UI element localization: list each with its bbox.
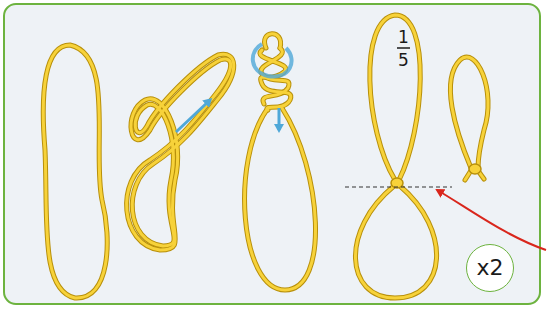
direction-arrow bbox=[176, 100, 210, 132]
cut-line bbox=[345, 186, 452, 187]
knot bbox=[469, 164, 481, 174]
wrap-arrow bbox=[253, 44, 292, 77]
count-text: x2 bbox=[476, 257, 503, 279]
rope-outline bbox=[43, 15, 488, 298]
fraction-digit: 1 bbox=[398, 29, 409, 46]
panel bbox=[4, 4, 540, 304]
fraction-bar bbox=[397, 47, 410, 49]
count-badge: x2 bbox=[466, 244, 514, 292]
fraction-digit: 5 bbox=[398, 52, 409, 69]
rope bbox=[43, 15, 488, 298]
direction-arrow bbox=[278, 108, 281, 130]
pointer-arrow bbox=[437, 190, 546, 250]
